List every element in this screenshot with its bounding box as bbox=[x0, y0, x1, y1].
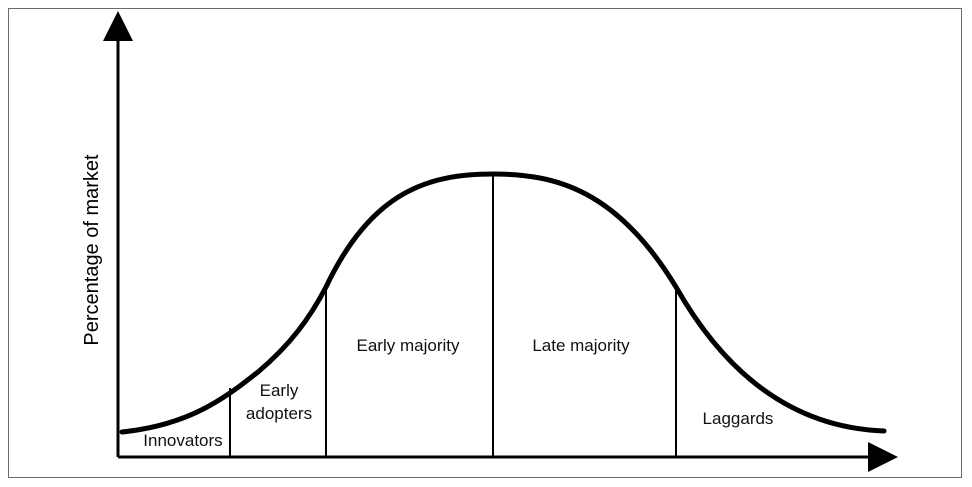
segment-label-early-adopters-line2: adopters bbox=[246, 404, 312, 423]
bell-curve bbox=[119, 171, 887, 435]
segment-label-early-majority: Early majority bbox=[357, 336, 460, 355]
segment-label-late-majority: Late majority bbox=[532, 336, 630, 355]
segment-label-early-adopters-line1: Early bbox=[260, 381, 299, 400]
y-axis-label: Percentage of market bbox=[81, 154, 103, 346]
segment-label-laggards: Laggards bbox=[703, 409, 774, 428]
figure-frame bbox=[8, 8, 962, 478]
segment-label-innovators: Innovators bbox=[143, 431, 222, 450]
